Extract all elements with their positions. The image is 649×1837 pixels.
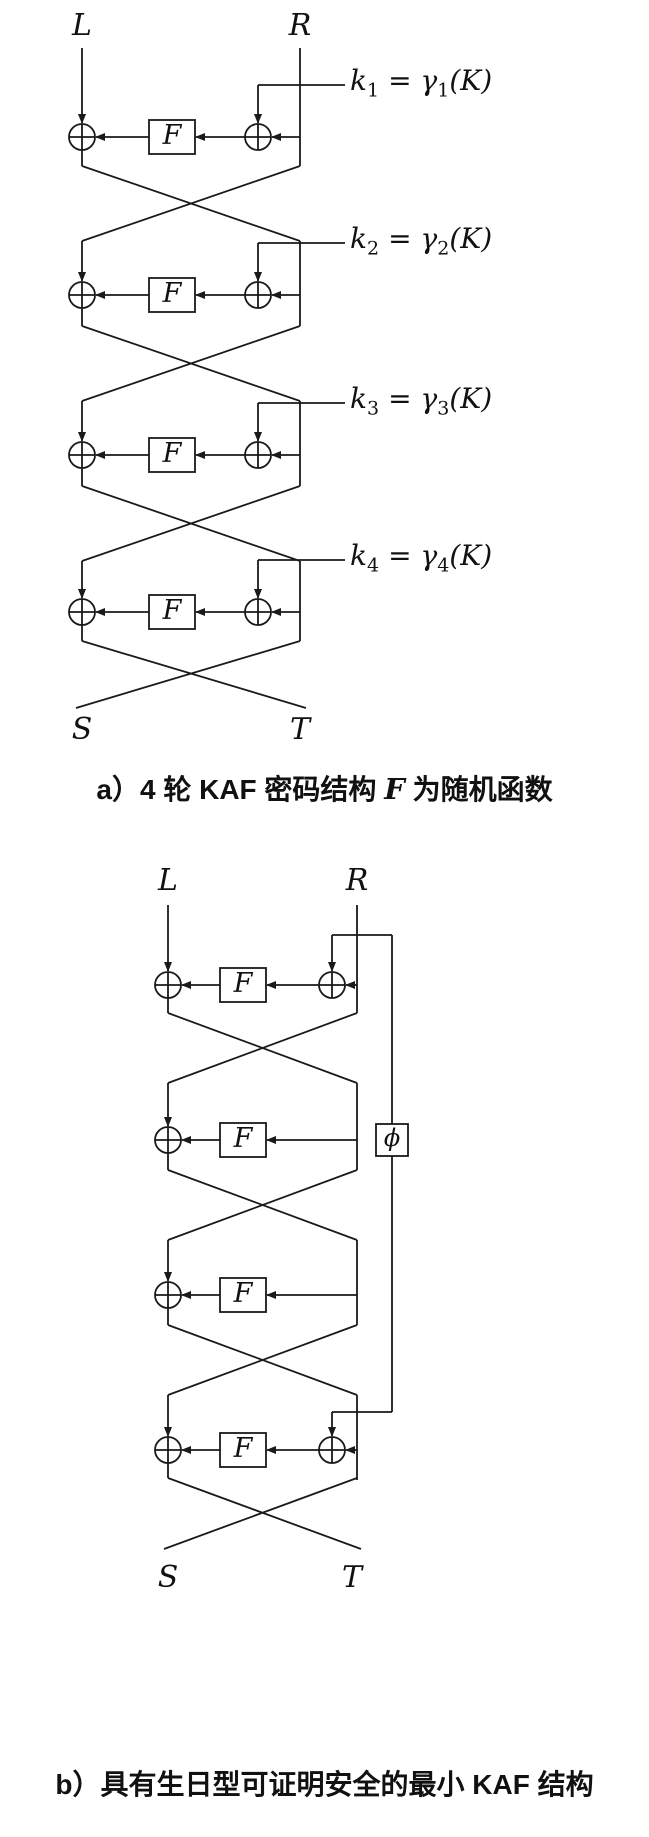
input-label-right-a: R — [288, 8, 312, 43]
plus-sign — [69, 282, 95, 308]
output-label-left-b: S — [157, 1560, 179, 1595]
output-label-right-b: T — [341, 1560, 362, 1595]
f-box — [148, 437, 196, 473]
plus-sign — [69, 599, 95, 625]
f-function-label: F — [233, 1278, 253, 1309]
input-label-left-b: L — [158, 863, 178, 898]
f-box — [219, 1122, 267, 1158]
input-label-left-a: L — [72, 8, 92, 43]
round-key-label-2: k2=γ2(K) — [350, 222, 493, 260]
round-key-label-1: k1=γ1(K) — [350, 64, 493, 102]
round-key-label-4: k4=γ4(K) — [350, 539, 493, 577]
part-a-round-3 — [68, 437, 272, 473]
part-a-wires — [75, 48, 345, 709]
output-label-left-a: S — [71, 712, 93, 747]
input-label-right-b: R — [345, 863, 369, 898]
part-a-round-4 — [68, 594, 272, 630]
plus-sign — [155, 1282, 181, 1308]
phi-function-label: ϕ — [383, 1124, 401, 1152]
wire — [163, 905, 393, 1550]
part-b-wires — [163, 905, 393, 1550]
plus-sign — [155, 1437, 181, 1463]
f-function-label: F — [162, 438, 182, 469]
plus-sign — [245, 599, 271, 625]
part-b-round-2 — [154, 1122, 267, 1158]
f-box — [148, 277, 196, 313]
round-key-label-3: k3=γ3(K) — [350, 382, 493, 420]
f-function-label: F — [162, 120, 182, 151]
part-a-gates — [68, 119, 272, 630]
plus-sign — [245, 282, 271, 308]
part-b-round-4 — [154, 1432, 346, 1468]
plus-sign — [319, 972, 345, 998]
phi-box — [375, 1123, 409, 1157]
caption-part-a: a）4 轮 KAF 密码结构 F 为随机函数 — [96, 772, 553, 806]
part-b-gates — [154, 967, 409, 1468]
f-box — [148, 594, 196, 630]
part-a-round-2 — [68, 277, 272, 313]
part-b-round-3 — [154, 1277, 267, 1313]
f-function-label: F — [233, 1433, 253, 1464]
plus-sign — [155, 972, 181, 998]
part-a-round-1 — [68, 119, 272, 155]
f-box — [219, 1432, 267, 1468]
plus-sign — [69, 442, 95, 468]
part-b-round-1 — [154, 967, 346, 1003]
f-function-label: F — [162, 278, 182, 309]
plus-sign — [319, 1437, 345, 1463]
wire — [75, 48, 345, 709]
output-label-right-a: T — [289, 712, 310, 747]
f-function-label: F — [233, 968, 253, 999]
plus-sign — [155, 1127, 181, 1153]
f-box — [219, 967, 267, 1003]
caption-part-b: b）具有生日型可证明安全的最小 KAF 结构 — [55, 1769, 594, 1800]
f-box — [219, 1277, 267, 1313]
f-function-label: F — [162, 595, 182, 626]
f-box — [148, 119, 196, 155]
plus-sign — [245, 442, 271, 468]
plus-sign — [245, 124, 271, 150]
f-function-label: F — [233, 1123, 253, 1154]
plus-sign — [69, 124, 95, 150]
